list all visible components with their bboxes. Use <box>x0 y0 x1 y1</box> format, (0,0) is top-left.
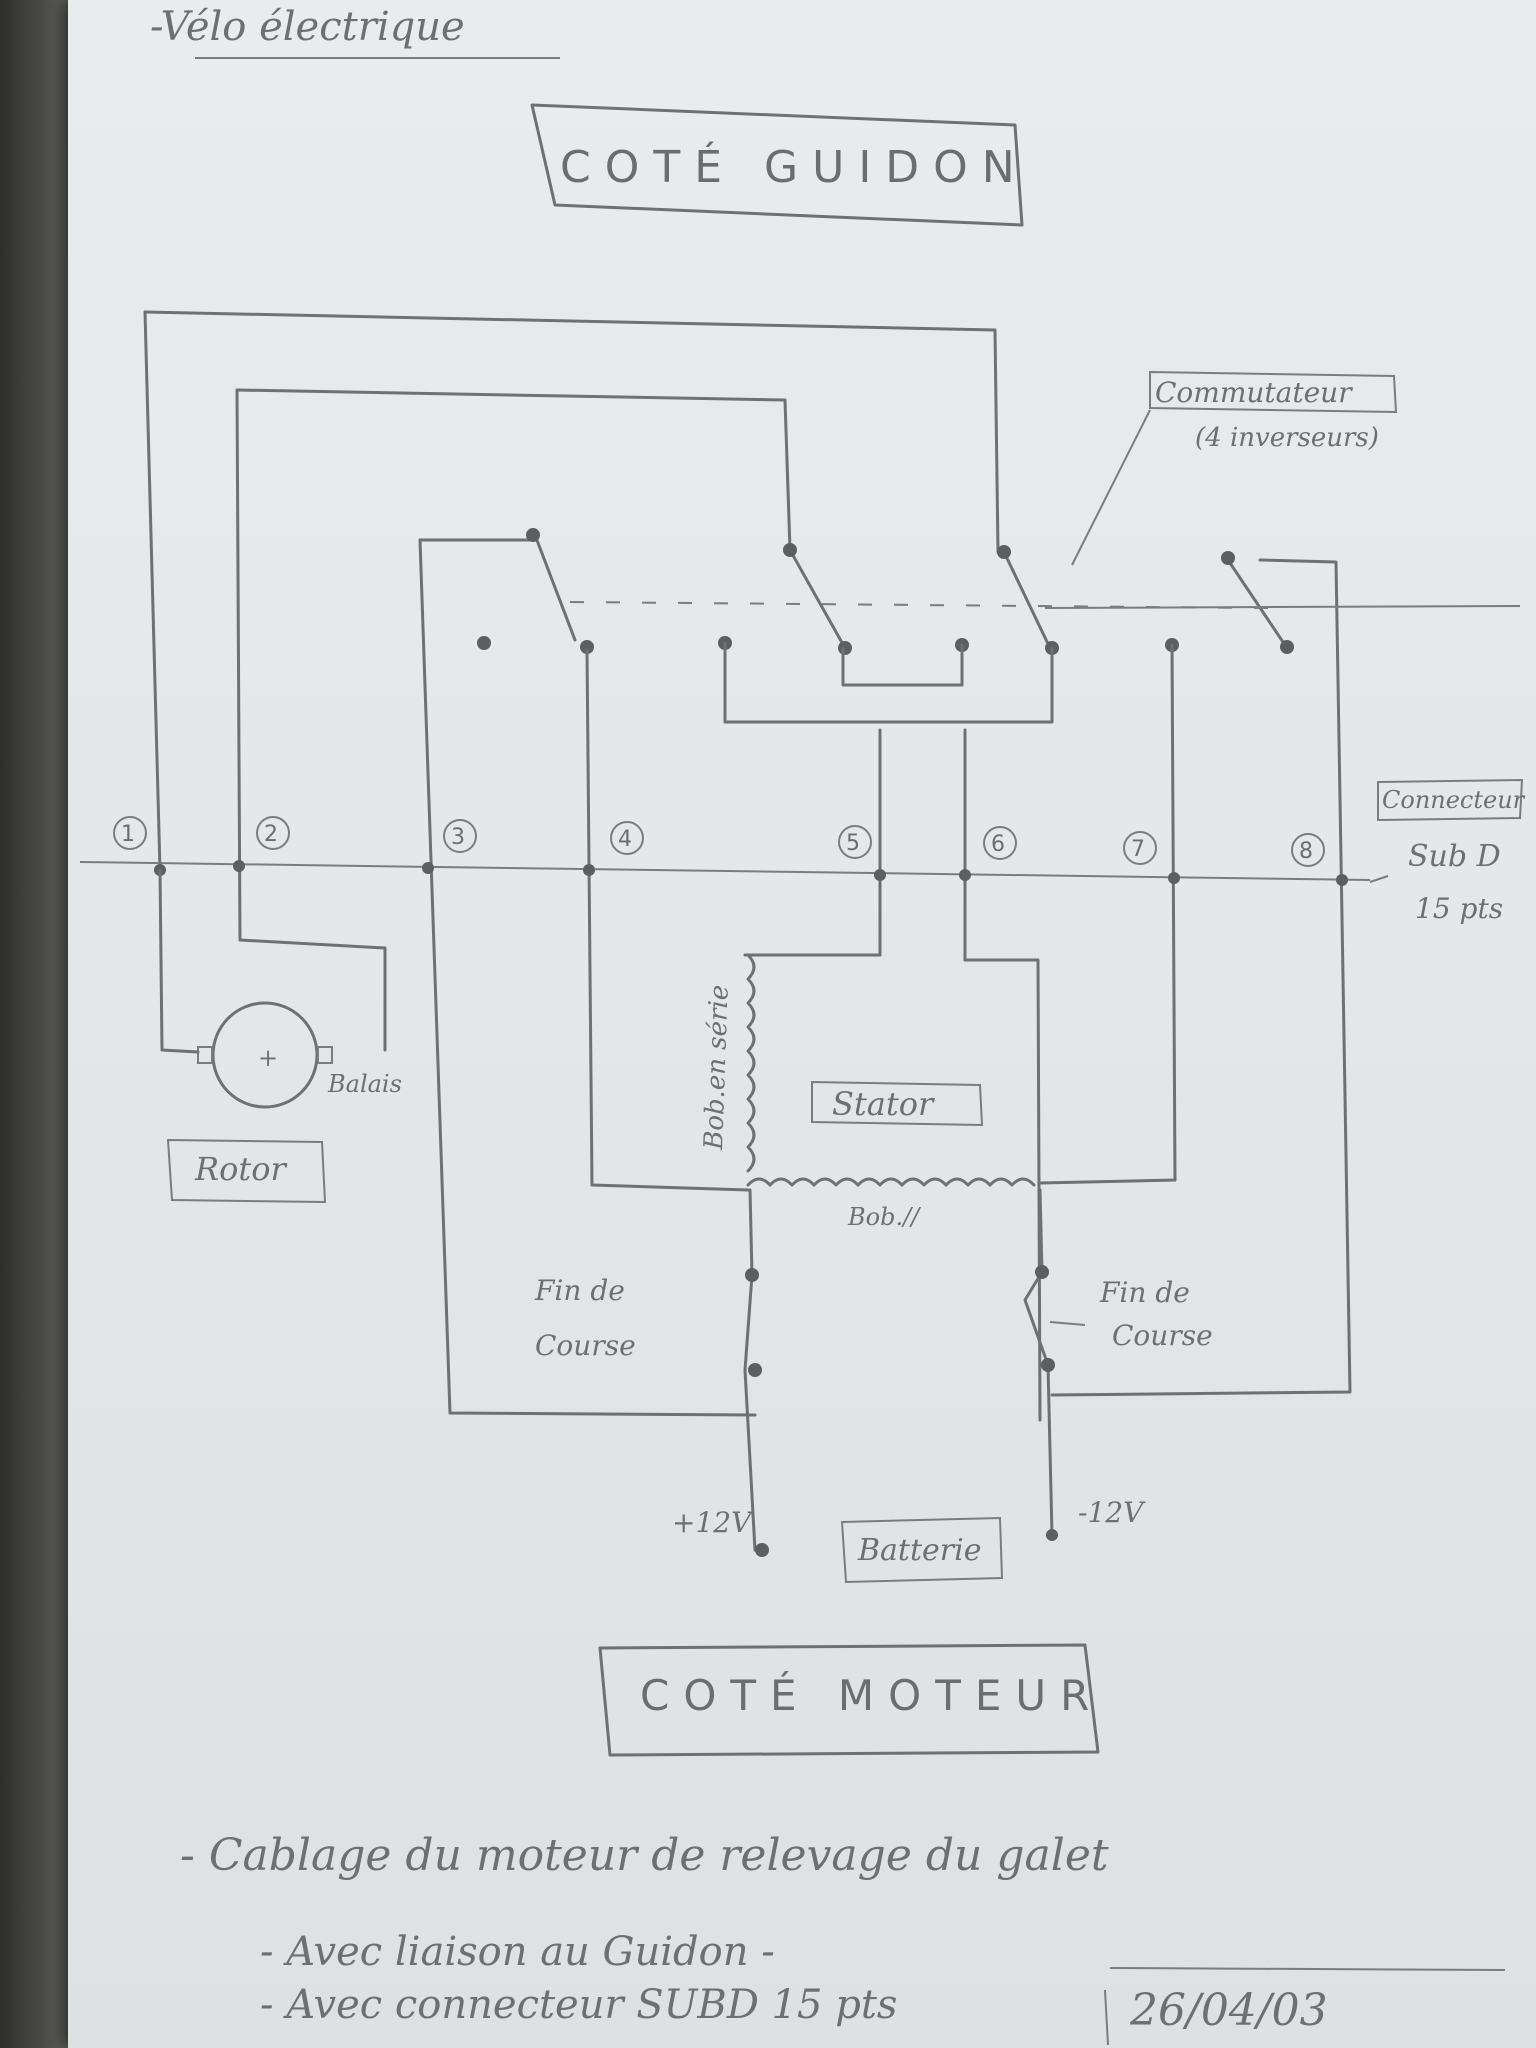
paper-sheet <box>68 0 1536 2048</box>
series-coil <box>746 953 756 1173</box>
minus-12v: -12V <box>1078 1496 1146 1529</box>
fin-course-right-2: Course <box>1112 1319 1213 1352</box>
connector-arrow <box>1369 875 1389 883</box>
pin-label: 4 <box>618 827 632 852</box>
note-line-3: - Avec connecteur SUBD 15 pts <box>260 1982 897 2028</box>
batterie-label: Batterie <box>857 1533 982 1568</box>
fin-course-left-1: Fin de <box>534 1274 625 1307</box>
limit-switch-left <box>743 1188 757 1552</box>
top-box-label: COTÉ GUIDON <box>560 140 1029 193</box>
wire-cross-a <box>841 643 964 687</box>
dash-spacer <box>1044 605 1521 609</box>
wire-pin8 <box>1050 558 1352 1397</box>
stator-frame <box>811 1080 984 1127</box>
limit-arrow <box>1049 1321 1086 1326</box>
rotor-label: Rotor <box>194 1150 287 1188</box>
pin-label: 3 <box>451 825 465 850</box>
wire-pin3 <box>418 538 757 1417</box>
pin-label: 5 <box>846 831 860 856</box>
switch-2-blade <box>788 548 847 650</box>
connecteur-frame <box>1377 778 1524 822</box>
pin-label: 7 <box>1131 837 1145 862</box>
date-frame <box>1104 1967 1506 2046</box>
wire-cross-b <box>723 641 1054 724</box>
bottom-box-label: COTÉ MOTEUR <box>640 1670 1103 1720</box>
wire-pin7 <box>1038 643 1177 1185</box>
wire-pin4 <box>585 648 750 1192</box>
commutateur-arrow <box>1071 409 1151 566</box>
rail-junctions <box>154 860 1348 886</box>
fin-course-left-2: Course <box>535 1329 636 1362</box>
connecteur-sub1: Sub D <box>1408 839 1501 874</box>
wire-pin5 <box>743 728 882 957</box>
svg-text:+: + <box>258 1044 278 1072</box>
connector-rail <box>79 861 1371 881</box>
brush-right <box>317 1046 333 1064</box>
stator-label: Stator <box>832 1085 935 1123</box>
plus-12v: +12V <box>672 1506 754 1539</box>
wire-loop-1 <box>143 310 1000 554</box>
bottom-box-frame <box>598 1643 1100 1757</box>
pin-label: 8 <box>1299 839 1313 864</box>
batterie-frame <box>840 1516 1004 1584</box>
limit-switch-right <box>1023 1188 1054 1537</box>
page-title: -Vélo électrique <box>150 4 465 50</box>
pin-markers: 1 2 3 4 5 6 7 8 <box>113 816 1325 867</box>
rotor-frame <box>166 1138 327 1204</box>
rotor-wire-1 <box>158 868 200 1054</box>
balais-label: Balais <box>327 1070 402 1098</box>
connecteur-label: Connecteur <box>1382 786 1526 814</box>
switch-3-blade <box>1002 550 1052 650</box>
note-line-1: - Cablage du moteur de relevage du galet <box>180 1830 1109 1881</box>
parallel-coil <box>746 1177 1036 1187</box>
switch-4-blade <box>1226 558 1287 647</box>
top-box-frame <box>530 103 1024 227</box>
pin-label: 2 <box>264 822 278 847</box>
connecteur-sub2: 15 pts <box>1415 892 1503 925</box>
bob-par-label: Bob.// <box>847 1203 922 1231</box>
commutateur-label: Commutateur <box>1155 376 1353 409</box>
note-date: 26/04/03 <box>1129 1985 1328 2036</box>
brush-left <box>197 1046 213 1064</box>
switch-1-blade <box>533 533 577 642</box>
note-line-2: - Avec liaison au Guidon - <box>260 1929 775 1975</box>
wire-pin1 <box>143 310 162 872</box>
wire-loop-2 <box>235 388 792 552</box>
bob-serie-label: Bob.en série <box>699 984 735 1151</box>
commutateur-frame <box>1149 370 1398 414</box>
pin-label: 6 <box>991 832 1005 857</box>
wire-pin2 <box>235 388 387 1052</box>
pin-label: 1 <box>121 822 135 847</box>
commutateur-sub: (4 inverseurs) <box>1195 423 1379 453</box>
fin-course-right-1: Fin de <box>1099 1276 1190 1309</box>
